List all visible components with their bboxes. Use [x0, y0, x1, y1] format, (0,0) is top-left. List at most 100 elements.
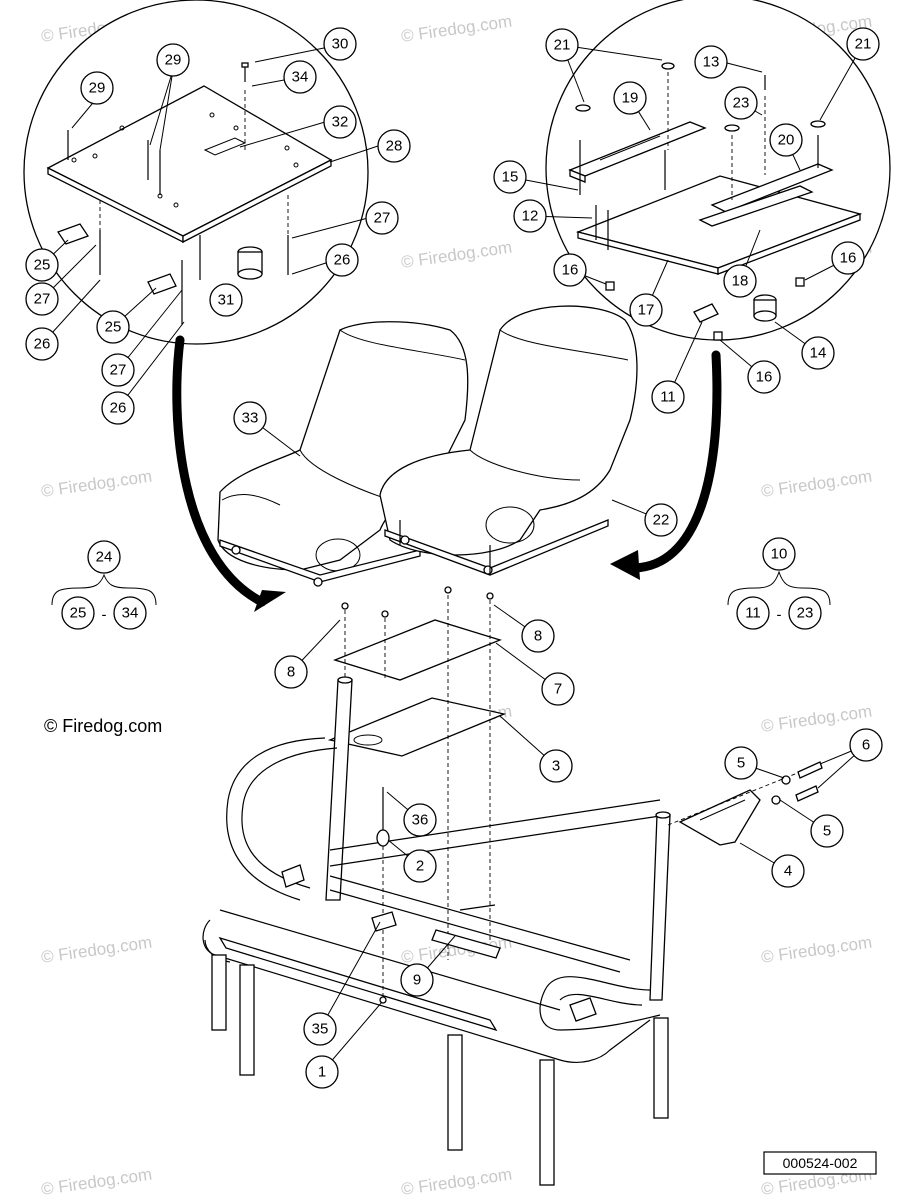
callout-number: 17	[638, 302, 655, 319]
callout-balloon: 26	[25, 327, 59, 361]
callout-balloon: 30	[323, 27, 357, 61]
screws-8	[341, 586, 494, 960]
callout-number: 9	[413, 972, 421, 989]
callout-number: 27	[110, 362, 127, 379]
group-24-label: 24	[96, 549, 113, 566]
group-24-sep: -	[102, 607, 107, 624]
watermark-text: © Firedog.com	[400, 12, 513, 46]
bumper-assembly	[371, 787, 397, 1004]
callout-balloon: 33	[233, 401, 267, 435]
callout-balloon: 18	[723, 264, 757, 298]
callout-balloon: 31	[209, 283, 243, 317]
callout-number: 36	[412, 812, 429, 829]
callout-number: 31	[218, 292, 235, 309]
callout-number: 26	[34, 336, 51, 353]
callout-number: 19	[622, 90, 639, 107]
callout-number: 25	[34, 257, 51, 274]
callout-number: 26	[334, 252, 351, 269]
callout-balloon: 19	[613, 81, 647, 115]
drawing-number: 000524-002	[783, 1155, 858, 1171]
callout-number: 7	[554, 681, 562, 698]
group-24: 24 25 - 34	[51, 540, 157, 630]
callout-balloon: 15	[493, 160, 527, 194]
callout-balloon: 35	[303, 1012, 337, 1046]
callout-number: 33	[242, 410, 259, 427]
callout-balloon: 12	[513, 199, 547, 233]
callout-number: 5	[823, 823, 831, 840]
callout-number: 20	[778, 132, 795, 149]
group-10-label: 10	[771, 546, 788, 563]
watermark-text: © Firedog.com	[400, 1165, 513, 1199]
callout-balloon: 34	[283, 60, 317, 94]
callout-number: 6	[862, 737, 870, 754]
callout-balloon: 9	[400, 963, 434, 997]
callout-number: 29	[89, 80, 106, 97]
callout-balloon: 27	[365, 201, 399, 235]
watermark-text: © Firedog.com	[40, 467, 153, 501]
callout-balloon: 16	[553, 253, 587, 287]
callout-balloon: 17	[629, 293, 663, 327]
callout-number: 22	[653, 512, 670, 529]
callout-number: 2	[416, 858, 424, 875]
callout-number: 3	[552, 758, 560, 775]
detail-circle-left	[23, 0, 369, 345]
group-10-end: 23	[797, 605, 814, 622]
callout-number: 30	[332, 36, 349, 53]
callout-balloon: 16	[747, 360, 781, 394]
seat-frame	[202, 676, 671, 1186]
callout-balloon: 3	[539, 749, 573, 783]
group-24-end: 34	[122, 605, 139, 622]
callout-number: 26	[110, 400, 127, 417]
callout-number: 15	[502, 169, 519, 186]
group-10-sep: -	[777, 607, 782, 624]
callout-number: 12	[522, 208, 539, 225]
callout-number: 5	[737, 755, 745, 772]
callout-balloon: 23	[724, 86, 758, 120]
callout-number: 11	[660, 389, 676, 406]
callout-balloon: 4	[771, 854, 805, 888]
panel-7	[333, 619, 502, 681]
callout-balloon: 5	[724, 746, 758, 780]
callout-balloon: 28	[377, 129, 411, 163]
callout-balloon: 8	[521, 619, 555, 653]
callout-balloon: 13	[694, 45, 728, 79]
callout-balloon: 29	[156, 43, 190, 77]
watermark-text: © Firedog.com	[40, 933, 153, 967]
callout-balloon: 8	[274, 655, 308, 689]
callout-balloon: 29	[80, 71, 114, 105]
watermark-text: © Firedog.com	[760, 702, 873, 736]
callout-number: 32	[332, 114, 349, 131]
callout-balloon: 32	[323, 105, 357, 139]
callout-balloon: 20	[769, 123, 803, 157]
callout-balloon: 22	[644, 503, 678, 537]
callout-balloon: 1	[305, 1055, 339, 1089]
group-10-start: 11	[745, 605, 761, 622]
callout-balloon: 14	[801, 336, 835, 370]
callout-number: 28	[386, 138, 403, 155]
callout-balloon: 21	[545, 28, 579, 62]
callout-balloon: 2	[403, 849, 437, 883]
callout-balloon: 5	[810, 814, 844, 848]
callout-number: 25	[105, 319, 122, 336]
callout-number: 14	[810, 345, 827, 362]
callout-number: 29	[165, 52, 182, 69]
watermark-text: © Firedog.com	[40, 1165, 153, 1199]
callout-balloon: 21	[846, 27, 880, 61]
callout-number: 27	[34, 291, 51, 308]
watermark-text: © Firedog.com	[760, 933, 873, 967]
callout-number: 1	[318, 1064, 326, 1081]
callout-balloon: 27	[101, 353, 135, 387]
group-24-start: 25	[70, 605, 87, 622]
arrow-right	[610, 350, 722, 580]
callout-number: 4	[784, 863, 792, 880]
callout-number: 13	[703, 54, 720, 71]
seat-right	[379, 305, 638, 576]
callout-balloon: 36	[403, 803, 437, 837]
callout-number: 34	[292, 69, 309, 86]
arrow-left	[172, 335, 286, 612]
callout-number: 8	[287, 664, 295, 681]
callout-number: 21	[554, 37, 571, 54]
callout-balloon: 6	[849, 728, 883, 762]
callout-number: 16	[756, 369, 773, 386]
watermark-text: © Firedog.com	[400, 238, 513, 272]
